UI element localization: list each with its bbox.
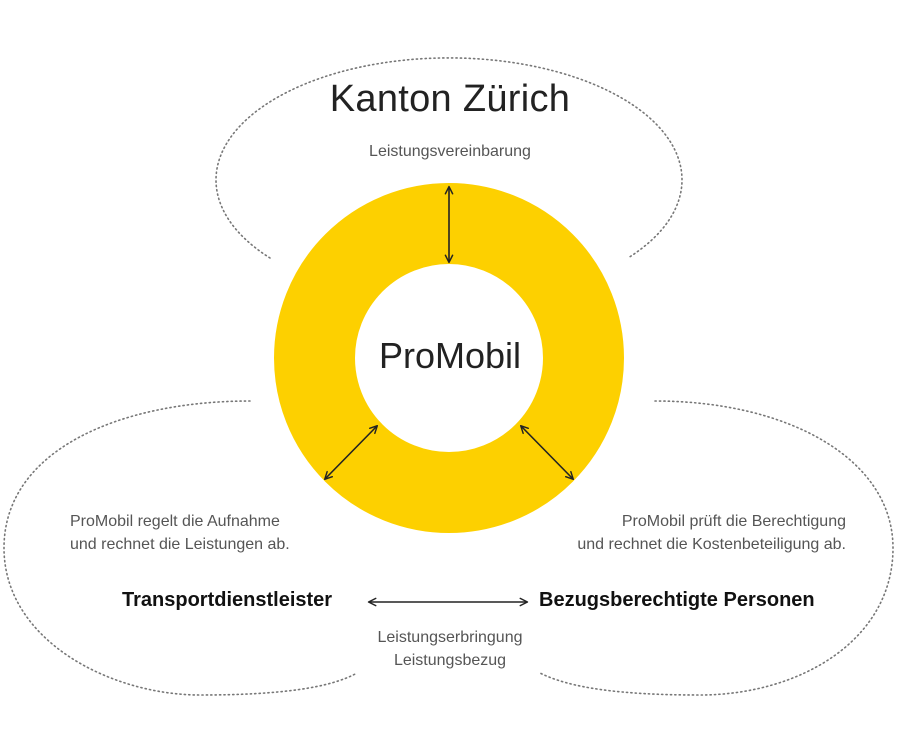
top-entity-outline: [215, 57, 683, 259]
right-description-line-2: und rechnet die Kostenbeteiligung ab.: [577, 536, 846, 553]
right-description-line-1: ProMobil prüft die Berechtigung: [621, 513, 846, 530]
left-entity-description: ProMobil regelt die Aufnahme und rechnet…: [70, 510, 290, 556]
transportdienstleister-title: Transportdienstleister: [122, 589, 333, 611]
left-entity-outline: [3, 400, 358, 696]
leistungserbringung-label: Leistungserbringung: [377, 629, 523, 646]
leistungsbezug-label: Leistungsbezug: [393, 652, 507, 669]
bezugsberechtigte-personen-title: Bezugsberechtigte Personen: [539, 589, 815, 611]
promobil-label: ProMobil: [378, 335, 522, 376]
bottom-relation-label: Leistungserbringung Leistungsbezug: [0, 626, 900, 672]
arrow-right-icon: [519, 424, 575, 481]
arrow-left-icon: [323, 424, 379, 481]
kanton-zuerich-title: Kanton Zürich: [329, 78, 571, 120]
left-description-line-2: und rechnet die Leistungen ab.: [70, 536, 290, 553]
right-entity-description: ProMobil prüft die Berechtigung und rech…: [577, 510, 846, 556]
leistungsvereinbarung-label: Leistungsvereinbarung: [369, 143, 531, 160]
left-description-line-1: ProMobil regelt die Aufnahme: [70, 513, 280, 530]
